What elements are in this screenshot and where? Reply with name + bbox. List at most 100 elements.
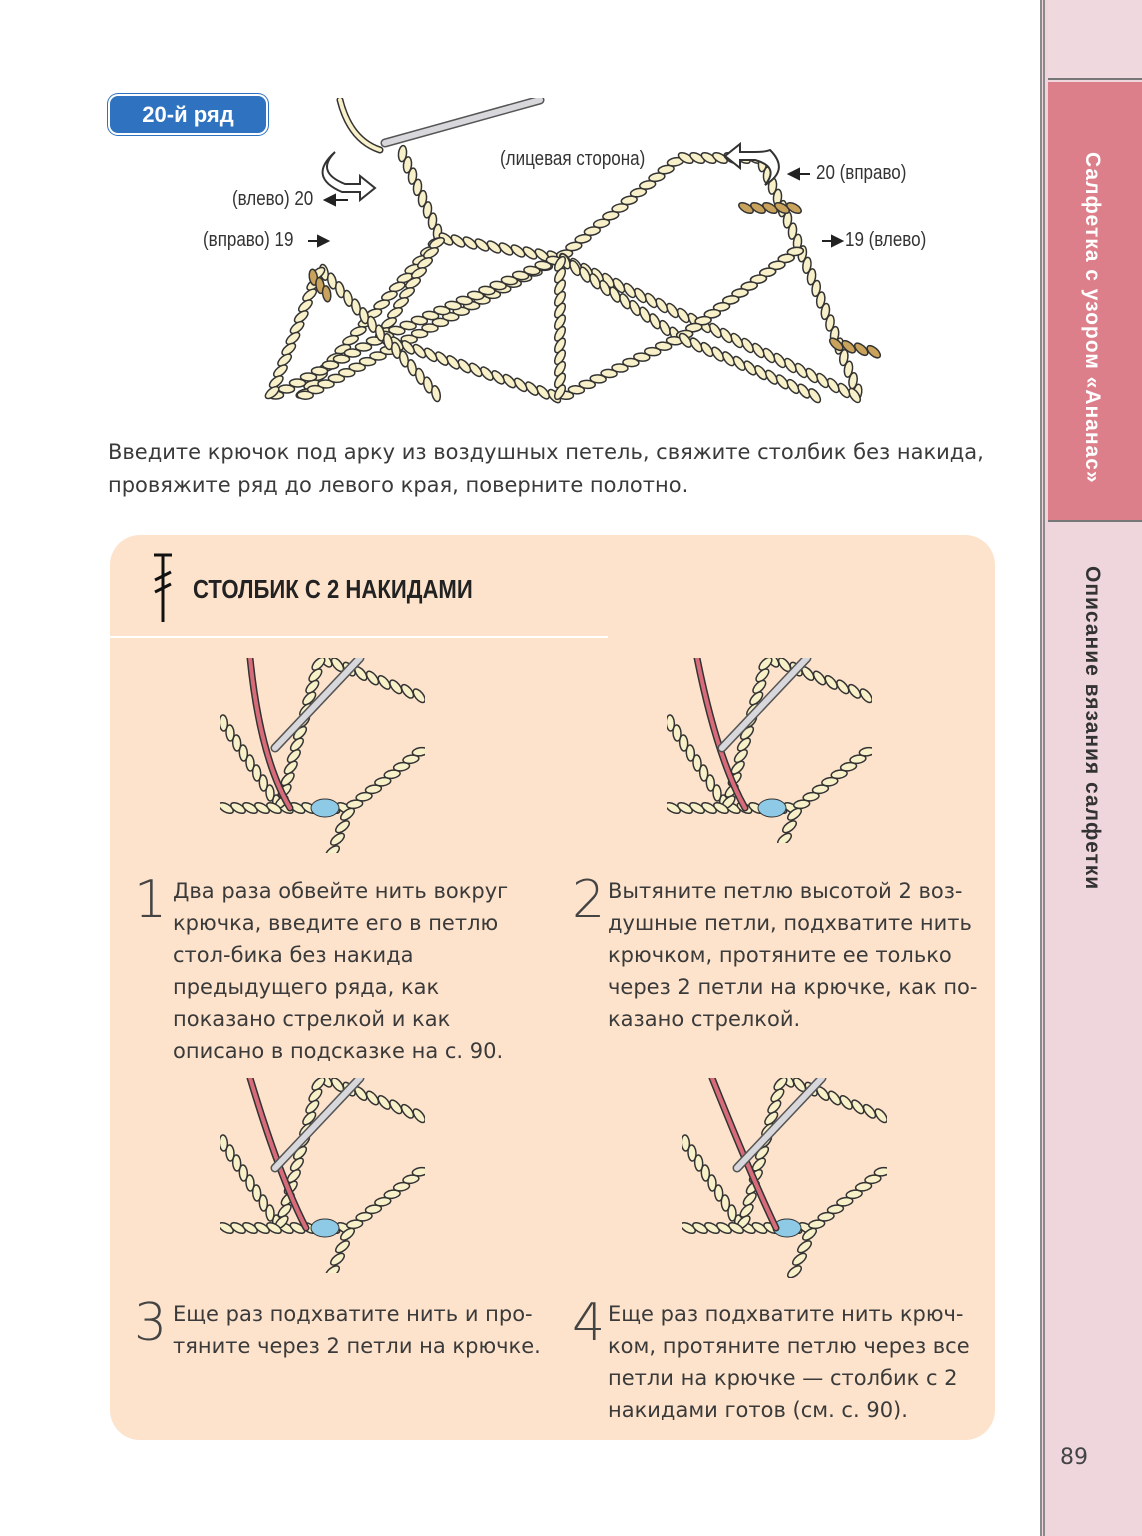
yarn-stitch [816, 372, 829, 389]
yarn-stitch [666, 302, 679, 319]
yarn-stitch [342, 334, 359, 346]
yarn-stitch [649, 313, 661, 330]
yarn-stitch [466, 290, 485, 301]
row-badge: 20-й ряд [110, 96, 266, 133]
yarn-stitch [773, 352, 787, 369]
yarn-stitch [365, 670, 380, 686]
yarn-stitch [389, 679, 403, 695]
yarn-stitch [410, 267, 428, 279]
yarn-stitch [583, 226, 601, 236]
yarn-stitch [743, 360, 757, 376]
step-4-illustration [682, 1078, 887, 1278]
yarn-stitch [774, 201, 790, 215]
yarn-stitch [786, 1265, 803, 1278]
yarn-stitch [346, 1219, 364, 1230]
yarn-stitch [277, 1203, 292, 1218]
yarn-stitch [288, 378, 307, 388]
yarn-stitch [354, 342, 373, 352]
yarn-stitch [398, 350, 410, 368]
yarn-stitch [230, 1221, 246, 1235]
yarn-stitch [468, 362, 483, 378]
yarn-stitch [786, 246, 805, 257]
yarn-stitch [708, 322, 722, 339]
yarn-stitch [770, 1088, 785, 1103]
yarn-stitch [712, 302, 731, 312]
yarn-stitch [329, 1252, 346, 1266]
yarn-stitch [510, 244, 526, 258]
yarn-stitch [713, 801, 729, 815]
yarn-stitch [802, 791, 820, 802]
section-tab[interactable]: Салфетка с узором «Ананас» [1048, 82, 1142, 522]
yarn-stitch [383, 1189, 401, 1200]
yarn-stitch [758, 267, 777, 278]
yarn-stitch [462, 236, 478, 250]
yarn-stitch [762, 201, 778, 215]
yarn-stitch [569, 259, 581, 277]
yarn-stitch [700, 1164, 711, 1182]
yarn-stitch [693, 1154, 704, 1172]
yarn-stitch [611, 363, 629, 373]
yarn-stitch [308, 668, 323, 683]
yarn-stitch [421, 323, 439, 333]
yarn-stitch [553, 384, 567, 401]
yarn-stitch [406, 359, 418, 377]
yarn-stitch [808, 1219, 826, 1230]
yarn-stitch [689, 337, 703, 353]
yarn-stitch [258, 1194, 269, 1212]
yarn-stitch [498, 242, 514, 256]
yarn-stitch [220, 1221, 234, 1235]
yarn-stitch [654, 341, 673, 351]
yarn-stitch [258, 774, 269, 792]
subsection-tab[interactable]: Описание вязания салфетки [1048, 528, 1142, 928]
label-left-19: (вправо) 19 [203, 229, 294, 251]
box-title: СТОЛБИК С 2 НАКИДАМИ [193, 574, 473, 604]
yarn-stitch [412, 343, 427, 359]
yarn-stitch [806, 268, 817, 286]
yarn-stitch [411, 746, 425, 757]
yarn-stitch [334, 820, 351, 834]
yarn-stitch [374, 776, 392, 787]
yarn-stitch [639, 180, 657, 190]
yarn-stitch [713, 1184, 724, 1202]
yarn-strand [382, 98, 543, 146]
yarn-stitch [553, 267, 567, 284]
yarn-stitch [491, 370, 505, 385]
yarn-stitch [755, 668, 770, 683]
yarn-stitch [369, 351, 387, 361]
yarn-stitch [873, 1166, 887, 1177]
step-1-illustration [220, 658, 425, 853]
yarn-stitch [500, 275, 519, 286]
yarn-stitch [422, 247, 440, 259]
yarn-stitch [358, 356, 377, 367]
yarn-stitch [523, 265, 541, 276]
yarn-stitch [828, 337, 844, 352]
yarn-stitch [450, 234, 466, 248]
yarn-stitch [502, 373, 517, 389]
yarn-stitch [802, 256, 812, 274]
yarn-stitch [815, 291, 826, 309]
yarn-strand [338, 98, 382, 152]
yarn-stitch [667, 714, 676, 732]
yarn-stitch [383, 769, 401, 780]
yarn-stitch [862, 1103, 877, 1119]
yarn-stitch [740, 281, 758, 291]
yarn-stitch [853, 342, 869, 357]
yarn-stitch [762, 347, 776, 364]
yarn-stitch [355, 791, 373, 802]
yarn-stitch [305, 679, 320, 694]
yarn-stitch [283, 760, 298, 775]
yarn-stitch [285, 331, 301, 346]
yarn-stitch [474, 238, 490, 252]
yarn-stitch [225, 1144, 235, 1162]
yarn-stitch [231, 1154, 242, 1172]
yarn-stitch [358, 307, 370, 325]
yarn-stitch [786, 201, 802, 215]
step-4-text: Еще раз подхватите нить крюч-ком, протян… [608, 1302, 970, 1422]
yarn-stitch [324, 1265, 341, 1273]
yarn-stitch [511, 270, 530, 281]
intro-paragraph: Введите крючок под арку из воздушных пет… [108, 440, 984, 497]
yarn-stitch [728, 1221, 744, 1235]
yarn-stitch [251, 1184, 262, 1202]
yarn-strand [248, 658, 292, 810]
step-1-text: Два раза обвейте нить вокруг крючка, вве… [173, 879, 509, 1063]
